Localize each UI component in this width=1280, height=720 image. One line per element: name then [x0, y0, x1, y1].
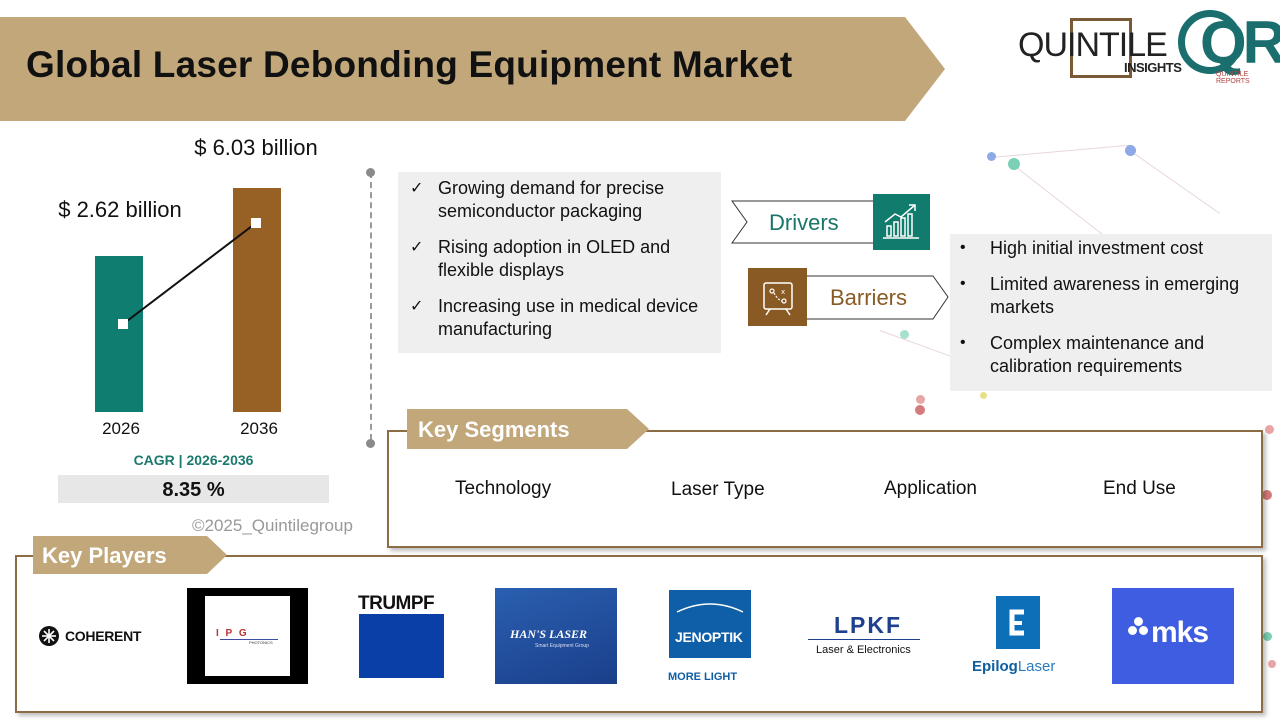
- svg-text:x: x: [781, 288, 785, 296]
- bullet-icon: •: [960, 334, 966, 351]
- marker-2036: [251, 218, 261, 228]
- value-label-2036: $ 6.03 billion: [194, 135, 318, 160]
- segments-header: [407, 409, 649, 449]
- brand-sub: INSIGHTS: [1124, 60, 1182, 75]
- segment-application: Application: [884, 478, 977, 499]
- logo-hans-laser: HAN'S LASER Smart Equipment Group: [495, 588, 617, 684]
- logo-jenoptik: JENOPTIK MORE LIGHT: [668, 590, 752, 686]
- segment-laser-type: Laser Type: [671, 479, 765, 500]
- drivers-label: Drivers: [769, 210, 839, 235]
- year-label-2036: 2036: [240, 419, 278, 438]
- list-item: ✓Increasing use in medical device manufa…: [410, 296, 699, 339]
- dashed-divider: [370, 172, 372, 440]
- copyright: ©2025_Quintilegroup: [192, 516, 353, 535]
- brand-mark-ring: [1178, 10, 1242, 74]
- players-title: Key Players: [42, 543, 167, 568]
- logo-mks: mks: [1112, 588, 1234, 684]
- divider-dot-top: [366, 168, 375, 177]
- divider-dot-bottom: [366, 439, 375, 448]
- logo-lpkf: LPKF Laser & Electronics: [808, 612, 920, 660]
- strategy-board-icon: x: [748, 268, 807, 326]
- logo-frame: [1070, 18, 1132, 78]
- marker-2026: [118, 319, 128, 329]
- epilog-mark-icon: [1009, 609, 1024, 636]
- jenoptik-arc-icon: [676, 603, 744, 613]
- segment-technology: Technology: [455, 478, 552, 499]
- cagr-value: 8.35 %: [58, 475, 329, 503]
- barriers-list: •High initial investment cost •Limited a…: [960, 237, 1260, 391]
- logo-coherent: COHERENT: [38, 624, 158, 648]
- check-icon: ✓: [410, 180, 424, 197]
- cagr-label: CAGR | 2026-2036: [133, 452, 254, 468]
- players-header: [33, 536, 227, 574]
- logo-epilog-laser: EpilogLaser: [970, 596, 1066, 678]
- list-item: ✓Rising adoption in OLED and flexible di…: [410, 237, 671, 280]
- list-item: •Complex maintenance and calibration req…: [960, 333, 1205, 376]
- bar-2026: [95, 256, 143, 412]
- logo-trumpf: TRUMPF: [358, 590, 445, 680]
- drivers-box: [398, 172, 721, 353]
- segments-panel: [387, 430, 1263, 548]
- check-icon: ✓: [410, 298, 424, 315]
- title-banner: [0, 17, 945, 121]
- coherent-icon: [39, 626, 59, 646]
- trend-line: [122, 222, 257, 325]
- growth-chart-icon: [873, 194, 930, 250]
- check-icon: ✓: [410, 239, 424, 256]
- barriers-box: [950, 234, 1272, 391]
- value-label-2026: $ 2.62 billion: [58, 197, 182, 222]
- list-item: •High initial investment cost: [960, 238, 1204, 258]
- segment-end-use: End Use: [1103, 478, 1176, 499]
- drivers-list: ✓Growing demand for precise semiconducto…: [410, 177, 715, 354]
- list-item: ✓Growing demand for precise semiconducto…: [410, 178, 665, 221]
- year-label-2026: 2026: [102, 419, 140, 438]
- logo-ipg: I P G PHOTONICS: [187, 588, 308, 684]
- bullet-icon: •: [960, 275, 966, 292]
- brand-mark: QR: [1200, 9, 1280, 76]
- brand-mark-sub: QUINTILE REPORTS: [1216, 71, 1250, 85]
- drivers-tag: [731, 200, 876, 244]
- list-item: •Limited awareness in emerging markets: [960, 274, 1240, 317]
- bullet-icon: •: [960, 239, 966, 256]
- page-title: Global Laser Debonding Equipment Market: [26, 44, 793, 85]
- segments-title: Key Segments: [418, 417, 570, 442]
- brand-name: QUINTILE: [1018, 26, 1168, 64]
- barriers-label: Barriers: [830, 285, 908, 310]
